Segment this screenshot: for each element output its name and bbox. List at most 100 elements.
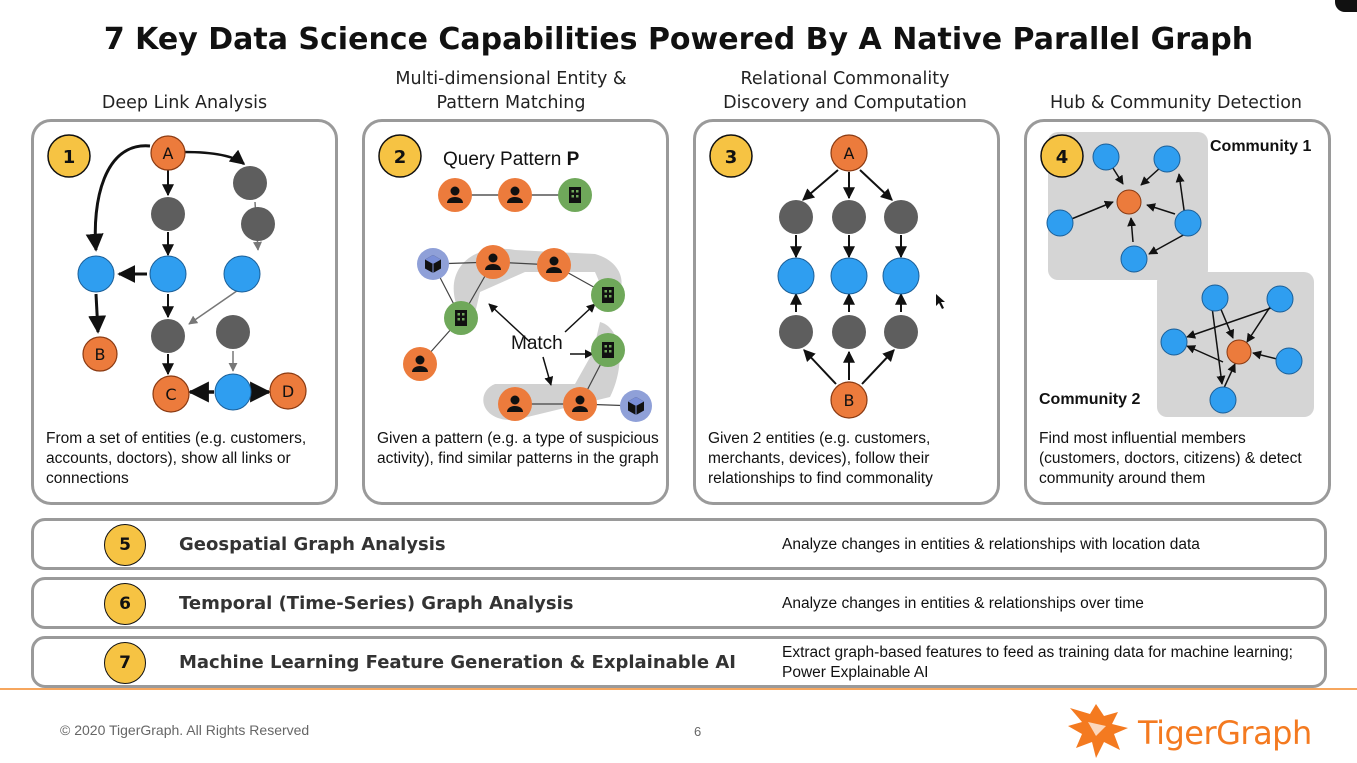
community-1-label: Community 1 <box>1210 138 1311 155</box>
badge-3-label: 3 <box>725 147 738 168</box>
node-gray <box>151 319 185 353</box>
member-node <box>1153 145 1181 173</box>
node-gray <box>779 315 813 349</box>
node-gray <box>832 315 866 349</box>
building-icon <box>602 287 614 303</box>
heading-line: Hub & Community Detection <box>1050 93 1302 113</box>
node-a <box>150 135 186 171</box>
node-gray <box>241 207 275 241</box>
hub-node <box>1226 339 1252 365</box>
badge-4-label: 4 <box>1056 147 1069 168</box>
heading-line: Multi-dimensional Entity & <box>395 69 627 89</box>
row-title: Temporal (Time-Series) Graph Analysis <box>179 593 574 614</box>
node-gray <box>884 200 918 234</box>
heading-line: Pattern Matching <box>436 93 586 113</box>
node-gray <box>216 315 250 349</box>
node-blue <box>223 255 261 293</box>
match-arrow <box>542 356 554 386</box>
heading-pattern-matching: Multi-dimensional Entity & Pattern Match… <box>355 67 667 115</box>
node-a-label: A <box>163 144 174 163</box>
pattern-matching-graph: 2 Query Pattern P Match <box>378 134 652 422</box>
building-icon <box>602 342 614 358</box>
badge-1 <box>47 134 91 178</box>
heading-relational-commonality: Relational Commonality Discovery and Com… <box>689 67 1001 115</box>
query-pattern-text: Query Pattern <box>443 149 567 170</box>
community-graph: 4 Community 1 Community 2 <box>1039 132 1314 417</box>
mouse-cursor-icon <box>936 294 945 309</box>
edge <box>88 293 107 334</box>
row-temporal: 6 Temporal (Time-Series) Graph Analysis … <box>31 577 1327 629</box>
node-gray <box>779 200 813 234</box>
panel-description: From a set of entities (e.g. customers, … <box>46 430 307 487</box>
page-number: 6 <box>694 724 702 739</box>
node-blue <box>77 255 115 293</box>
badge-4 <box>1040 134 1084 178</box>
row-description: Analyze changes in entities & relationsh… <box>782 536 1200 553</box>
match-arrow <box>564 303 596 333</box>
member-node <box>1120 245 1148 273</box>
edge <box>188 285 245 325</box>
node-c-label: C <box>165 385 176 404</box>
node-blue <box>214 373 252 411</box>
row-geospatial: 5 Geospatial Graph Analysis Analyze chan… <box>31 518 1327 570</box>
edge <box>183 149 246 166</box>
community-2-label: Community 2 <box>1039 391 1140 408</box>
heading-line: Deep Link Analysis <box>101 93 268 113</box>
node-blue <box>830 257 868 295</box>
node-a <box>830 134 868 172</box>
badge-5: 5 <box>104 524 146 566</box>
query-pattern-label: Query Pattern P <box>443 149 580 170</box>
query-pattern-bold: P <box>567 149 580 170</box>
badge-3 <box>709 134 753 178</box>
member-node <box>1201 284 1229 312</box>
copyright: © 2020 TigerGraph. All Rights Reserved <box>60 722 310 738</box>
node-c <box>152 375 190 413</box>
node-gray <box>233 166 267 200</box>
panel-hub-community: 4 Community 1 Community 2 <box>1024 119 1331 505</box>
member-node <box>1266 285 1294 313</box>
tiger-logo-icon <box>1068 704 1128 758</box>
row-machine-learning: 7 Machine Learning Feature Generation & … <box>31 636 1327 688</box>
badge-2 <box>378 134 422 178</box>
node-gray <box>884 315 918 349</box>
edge <box>85 144 151 252</box>
node-b-label: B <box>95 345 106 364</box>
heading-line: Relational Commonality <box>740 69 950 89</box>
row-description: Extract graph-based features to feed as … <box>782 644 1293 681</box>
node-blue <box>882 257 920 295</box>
panel-description: Find most influential members (customers… <box>1039 430 1302 487</box>
node-blue <box>149 255 187 293</box>
row-description: Analyze changes in entities & relationsh… <box>782 595 1144 612</box>
panel-deep-link-analysis: 1 A B C <box>31 119 338 505</box>
brand-name: TigerGraph <box>1138 714 1312 752</box>
member-node <box>1209 386 1237 414</box>
edges <box>85 144 272 403</box>
heading-deep-link-analysis: Deep Link Analysis <box>31 91 338 115</box>
building-icon <box>569 187 581 203</box>
member-node <box>1275 347 1303 375</box>
match-arrow <box>488 303 531 343</box>
node-gray <box>832 200 866 234</box>
community-2-edges <box>1186 303 1278 391</box>
row-title: Geospatial Graph Analysis <box>179 534 446 555</box>
badge-6: 6 <box>104 583 146 625</box>
node-b-label: B <box>844 391 855 410</box>
node-d <box>269 372 307 410</box>
heading-hub-community: Hub & Community Detection <box>1020 91 1332 115</box>
window-corner <box>1335 0 1357 12</box>
panel-pattern-matching: 2 Query Pattern P Match <box>362 119 669 505</box>
node-b <box>830 381 868 419</box>
deep-link-graph: 1 A B C <box>47 134 307 413</box>
badge-7: 7 <box>104 642 146 684</box>
member-node <box>1174 209 1202 237</box>
edges <box>790 169 907 385</box>
node-d-label: D <box>282 382 294 401</box>
match-label: Match <box>511 333 563 354</box>
member-node <box>1046 209 1074 237</box>
node-blue <box>777 257 815 295</box>
member-node <box>1160 328 1188 356</box>
hub-node <box>1116 189 1142 215</box>
member-node <box>1092 143 1120 171</box>
panel-relational-commonality: 3 A B Given 2 entities (e.g. c <box>693 119 1000 505</box>
node-gray <box>151 197 185 231</box>
